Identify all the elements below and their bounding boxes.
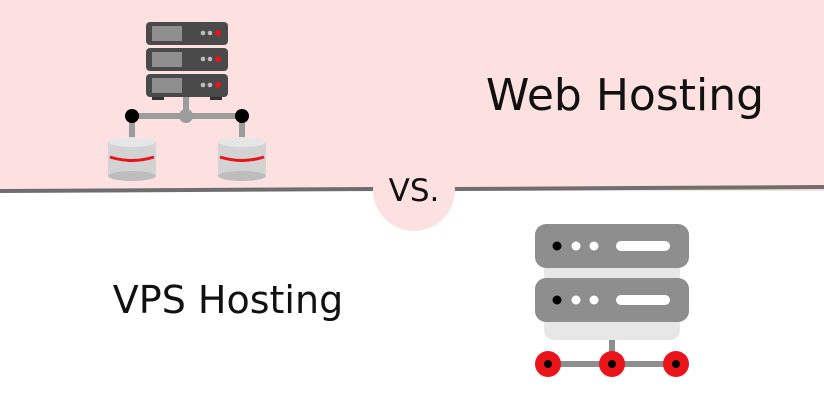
rack-unit xyxy=(146,74,228,97)
server-unit xyxy=(535,224,689,268)
network-node-icon xyxy=(535,351,561,377)
divider-line-right xyxy=(453,185,824,191)
vps-hosting-title: VPS Hosting xyxy=(112,278,344,322)
storage-drum-icon xyxy=(108,137,156,181)
shared-server-rack-icon xyxy=(108,22,266,181)
network-node-icon xyxy=(599,351,625,377)
server-unit xyxy=(535,278,689,322)
divider-line-left xyxy=(0,187,375,193)
storage-drum-icon xyxy=(218,137,266,181)
vs-label: VS. xyxy=(388,173,440,209)
vs-badge xyxy=(373,160,455,231)
web-hosting-title: Web Hosting xyxy=(485,70,765,121)
vps-server-network-icon xyxy=(535,224,689,377)
network-node-icon xyxy=(663,351,689,377)
rack-unit xyxy=(146,22,228,45)
rack-unit xyxy=(146,48,228,71)
section-divider xyxy=(0,160,824,231)
